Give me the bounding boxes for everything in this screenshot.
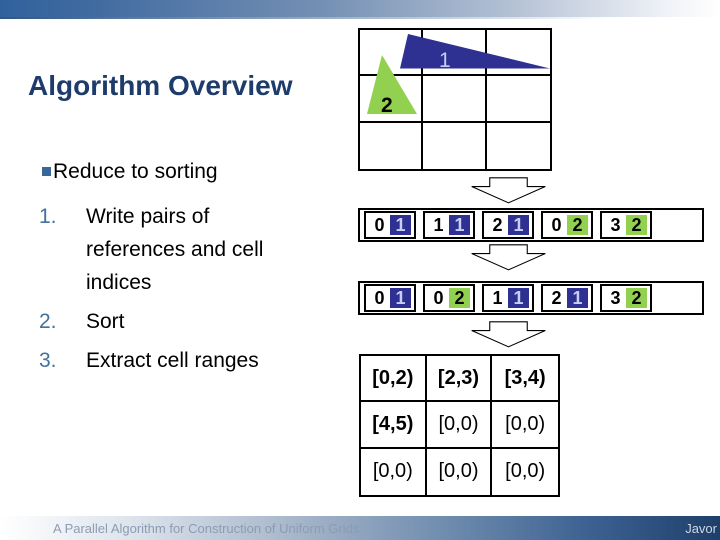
pair-cell-index: 1 xyxy=(390,215,411,235)
pair-ref: 2 xyxy=(546,288,567,308)
pair-ref: 1 xyxy=(428,215,449,235)
list-text-line: Extract cell ranges xyxy=(86,349,259,372)
list-item-2: 2. Sort xyxy=(39,305,350,338)
pair-box: 0 2 xyxy=(423,284,475,312)
pair-box: 1 1 xyxy=(482,284,534,312)
pair-box: 2 1 xyxy=(541,284,593,312)
pair-cell-index: 1 xyxy=(449,215,470,235)
range-cell: [0,0) xyxy=(426,402,493,449)
list-number: 3. xyxy=(39,349,57,372)
pair-ref: 0 xyxy=(546,215,567,235)
pair-ref: 0 xyxy=(428,288,449,308)
grid-cell xyxy=(423,122,487,169)
pair-box: 2 1 xyxy=(482,211,534,239)
uniform-grid xyxy=(358,28,552,171)
grid-cell xyxy=(360,76,424,123)
pair-cell-index: 2 xyxy=(626,288,647,308)
pair-ref: 1 xyxy=(487,288,508,308)
pairs-row-unsorted: 0 1 1 1 2 1 0 2 3 2 xyxy=(358,208,704,242)
pair-box: 3 2 xyxy=(600,211,652,239)
grid-cell xyxy=(423,30,487,77)
list-text-line: Write pairs of xyxy=(86,205,210,228)
down-arrow-icon xyxy=(471,244,546,271)
list-item-3: 3. Extract cell ranges xyxy=(39,344,350,377)
pair-ref: 3 xyxy=(605,215,626,235)
range-cell: [0,0) xyxy=(361,448,427,495)
footer-author: Javor xyxy=(685,520,717,536)
pair-ref: 0 xyxy=(369,288,390,308)
down-arrow-icon xyxy=(471,177,546,204)
pair-box: 0 2 xyxy=(541,211,593,239)
list-text: Write pairs of references and cell indic… xyxy=(86,200,350,299)
grid-cell xyxy=(486,76,550,123)
list-text-line: Sort xyxy=(86,310,125,333)
range-cell: [0,0) xyxy=(505,460,546,483)
page-title: Algorithm Overview xyxy=(28,70,293,101)
list-number: 1. xyxy=(39,205,57,228)
pair-cell-index: 1 xyxy=(390,288,411,308)
bullet-item: Reduce to sorting xyxy=(42,158,350,186)
grid-cell xyxy=(486,30,550,77)
cell-ranges-table: [0,2) [2,3) [3,4) [4,5) [0,0) [0,0) [0,0… xyxy=(359,354,560,497)
list-text-line: references and cell xyxy=(86,238,264,261)
pair-box: 3 2 xyxy=(600,284,652,312)
grid-cell xyxy=(487,123,550,169)
top-decorative-bar xyxy=(0,0,720,19)
bullet-text: Reduce to sorting xyxy=(53,160,218,183)
range-cell: [4,5) xyxy=(361,402,427,449)
grid-cell xyxy=(360,122,424,169)
pair-box: 0 1 xyxy=(364,211,416,239)
pair-cell-index: 2 xyxy=(449,288,470,308)
pair-box: 1 1 xyxy=(423,211,475,239)
list-number: 2. xyxy=(39,310,57,333)
range-cell: [2,3) xyxy=(426,356,493,403)
list-text: Sort xyxy=(86,305,350,338)
list-item-1: 1. Write pairs of references and cell in… xyxy=(39,200,350,299)
pair-cell-index: 1 xyxy=(508,288,529,308)
list-text: Extract cell ranges xyxy=(86,344,350,377)
pairs-row-sorted: 0 1 0 2 1 1 2 1 3 2 xyxy=(358,281,704,315)
square-bullet-icon xyxy=(42,167,51,176)
list-text-line: indices xyxy=(86,271,152,294)
pair-cell-index: 1 xyxy=(508,215,529,235)
pair-box: 0 1 xyxy=(364,284,416,312)
slide-body-text: Reduce to sorting 1. Write pairs of refe… xyxy=(0,158,350,383)
grid-cell xyxy=(423,76,487,123)
footer-presentation-title: A Parallel Algorithm for Construction of… xyxy=(53,520,360,536)
grid-cell xyxy=(360,30,424,77)
footer-bar: A Parallel Algorithm for Construction of… xyxy=(0,516,720,540)
range-cell: [0,0) xyxy=(492,402,558,449)
range-cell: [0,0) xyxy=(427,448,493,495)
down-arrow-icon xyxy=(471,321,546,348)
pair-cell-index: 2 xyxy=(567,215,588,235)
pair-cell-index: 1 xyxy=(567,288,588,308)
pair-ref: 3 xyxy=(605,288,626,308)
pair-ref: 2 xyxy=(487,215,508,235)
pair-ref: 0 xyxy=(369,215,390,235)
pair-cell-index: 2 xyxy=(626,215,647,235)
range-cell: [0,2) xyxy=(361,356,427,403)
range-cell: [3,4) xyxy=(492,356,558,403)
